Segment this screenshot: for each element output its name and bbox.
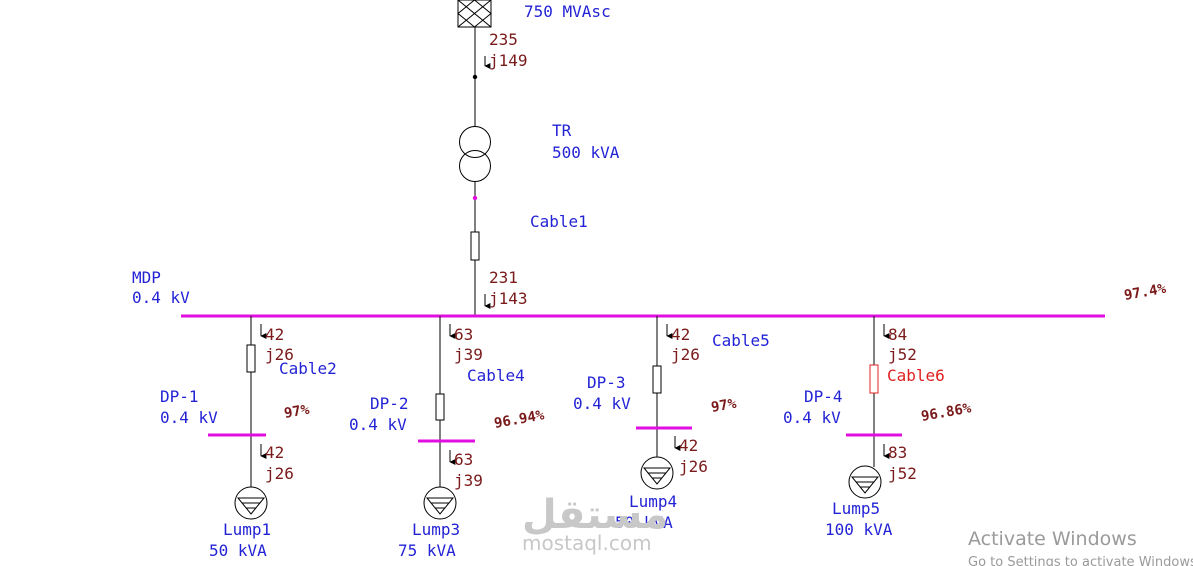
transformer-node-dot: [472, 195, 478, 201]
branch3-feeder-p: 42: [671, 325, 690, 344]
branch3-load-name: Lump4: [629, 492, 677, 511]
mdp-voltage-pct: 97.4%: [1123, 281, 1168, 304]
branch4-cable-symbol[interactable]: [869, 364, 879, 394]
cable1-symbol[interactable]: [470, 231, 480, 261]
branch1-voltage-pct: 97%: [283, 402, 311, 422]
branch3-cable-label: Cable5: [712, 331, 770, 350]
branch3-load-p: 42: [679, 436, 698, 455]
activation-subtitle: Go to Settings to activate Windows.: [968, 555, 1193, 566]
branch2-feeder-q: j39: [454, 345, 483, 364]
mdp-voltage: 0.4 kV: [132, 288, 190, 307]
mdp-flow-q: j143: [489, 289, 528, 308]
transformer-name: TR: [552, 121, 572, 140]
watermark-latin: mostaql.com: [522, 531, 652, 555]
branch4-feeder-q: j52: [888, 345, 917, 364]
branch4-load-name: Lump5: [832, 499, 880, 518]
branch3-voltage-pct: 97%: [710, 396, 738, 416]
utility-rating: 750 MVAsc: [524, 2, 611, 21]
branch1-cable-symbol[interactable]: [246, 344, 256, 373]
branch3-cable-symbol[interactable]: [652, 365, 662, 394]
branch3-bus-voltage: 0.4 kV: [573, 394, 631, 413]
branch2-cable-label: Cable4: [467, 366, 525, 385]
branch4-load-rating: 100 kVA: [825, 520, 893, 539]
branch1-bus-voltage: 0.4 kV: [160, 408, 218, 427]
branch2-load-symbol[interactable]: [423, 486, 457, 520]
branch3-bus-name: DP-3: [587, 373, 626, 392]
transformer-rating: 500 kVA: [552, 143, 620, 162]
utility-flow-p: 235: [489, 30, 518, 49]
branch4-feeder-p: 84: [888, 325, 907, 344]
utility-node-dot: [472, 74, 478, 80]
branch2-load-q: j39: [454, 471, 483, 490]
branch1-cable-label: Cable2: [279, 359, 337, 378]
activation-title: Activate Windows: [968, 528, 1137, 550]
branch2-bus-voltage: 0.4 kV: [349, 415, 407, 434]
branch3-feeder-q: j26: [671, 345, 700, 364]
branch1-load-q: j26: [265, 464, 294, 483]
branch2-load-name: Lump3: [412, 520, 460, 539]
branch4-load-q: j52: [888, 464, 917, 483]
branch1-load-rating: 50 kVA: [209, 541, 267, 560]
watermark-arabic: مستقل: [522, 492, 668, 538]
branch4-cable-label: Cable6: [887, 366, 945, 385]
branch1-load-name: Lump1: [223, 520, 271, 539]
branch4-bus-name: DP-4: [804, 387, 843, 406]
branch2-load-rating: 75 kVA: [398, 541, 456, 560]
branch2-feeder-p: 63: [454, 325, 473, 344]
branch1-bus-name: DP-1: [160, 387, 199, 406]
branch2-voltage-pct: 96.94%: [493, 407, 546, 432]
branch2-load-p: 63: [454, 450, 473, 469]
branch1-load-symbol[interactable]: [234, 486, 268, 520]
cable1-label: Cable1: [530, 212, 588, 231]
branch3-load-symbol[interactable]: [640, 456, 674, 490]
branch1-feeder-q: j26: [265, 345, 294, 364]
branch4-load-p: 83: [888, 443, 907, 462]
utility-flow-q: j149: [489, 51, 528, 70]
branch4-bus-voltage: 0.4 kV: [783, 408, 841, 427]
branch4-load-symbol[interactable]: [848, 465, 882, 499]
mdp-flow-p: 231: [489, 268, 518, 287]
branch1-feeder-p: 42: [265, 325, 284, 344]
mdp-name: MDP: [132, 268, 161, 287]
transformer-symbol[interactable]: [459, 126, 491, 182]
branch3-load-q: j26: [679, 457, 708, 476]
branch2-cable-symbol[interactable]: [435, 393, 445, 421]
branch3-load-rating: 50 kVA: [615, 513, 673, 532]
branch4-voltage-pct: 96.86%: [920, 400, 973, 425]
utility-source[interactable]: [457, 0, 492, 28]
branch1-load-p: 42: [265, 443, 284, 462]
branch2-bus-name: DP-2: [370, 394, 409, 413]
